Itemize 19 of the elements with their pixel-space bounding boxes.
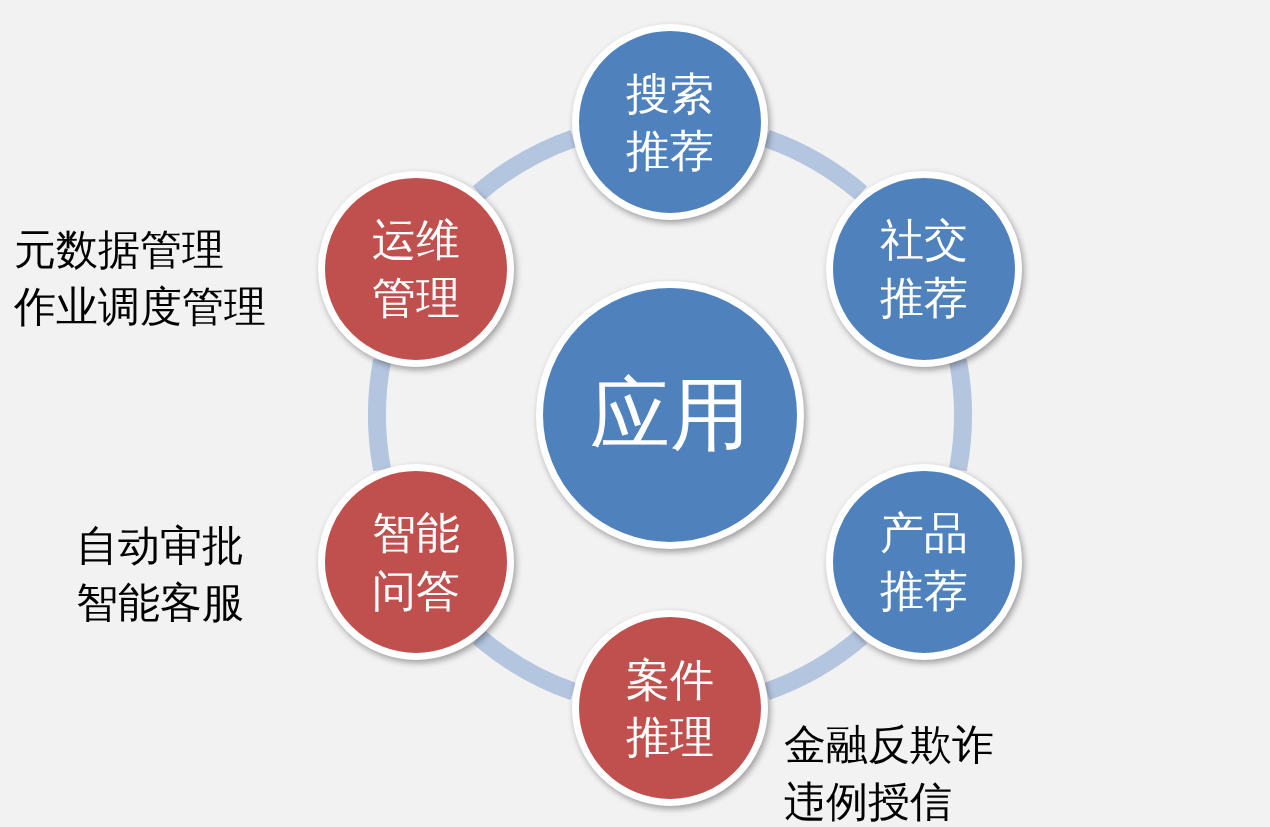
node-label: 智能问答 [371, 506, 462, 618]
side-label: 智能客服 [76, 577, 244, 629]
ring-arc [763, 130, 867, 201]
node-label: 搜索推荐 [625, 66, 715, 178]
node-label: 运维管理 [371, 213, 462, 325]
node-label: 产品推荐 [878, 506, 969, 618]
side-label: 作业调度管理 [14, 281, 266, 333]
node-label: 社交推荐 [878, 213, 969, 325]
node-label: 应用 [589, 367, 751, 463]
node-label: 案件推理 [625, 652, 715, 764]
side-label: 违例授信 [784, 776, 952, 827]
side-label: 自动审批 [76, 520, 244, 572]
side-label: 金融反欺诈 [784, 719, 994, 771]
side-label: 元数据管理 [14, 224, 224, 276]
ring-arc [473, 130, 577, 201]
ring-arc [949, 359, 972, 471]
ring-arc [763, 629, 867, 700]
ring-arc [368, 359, 391, 471]
ring-arc [473, 629, 577, 700]
